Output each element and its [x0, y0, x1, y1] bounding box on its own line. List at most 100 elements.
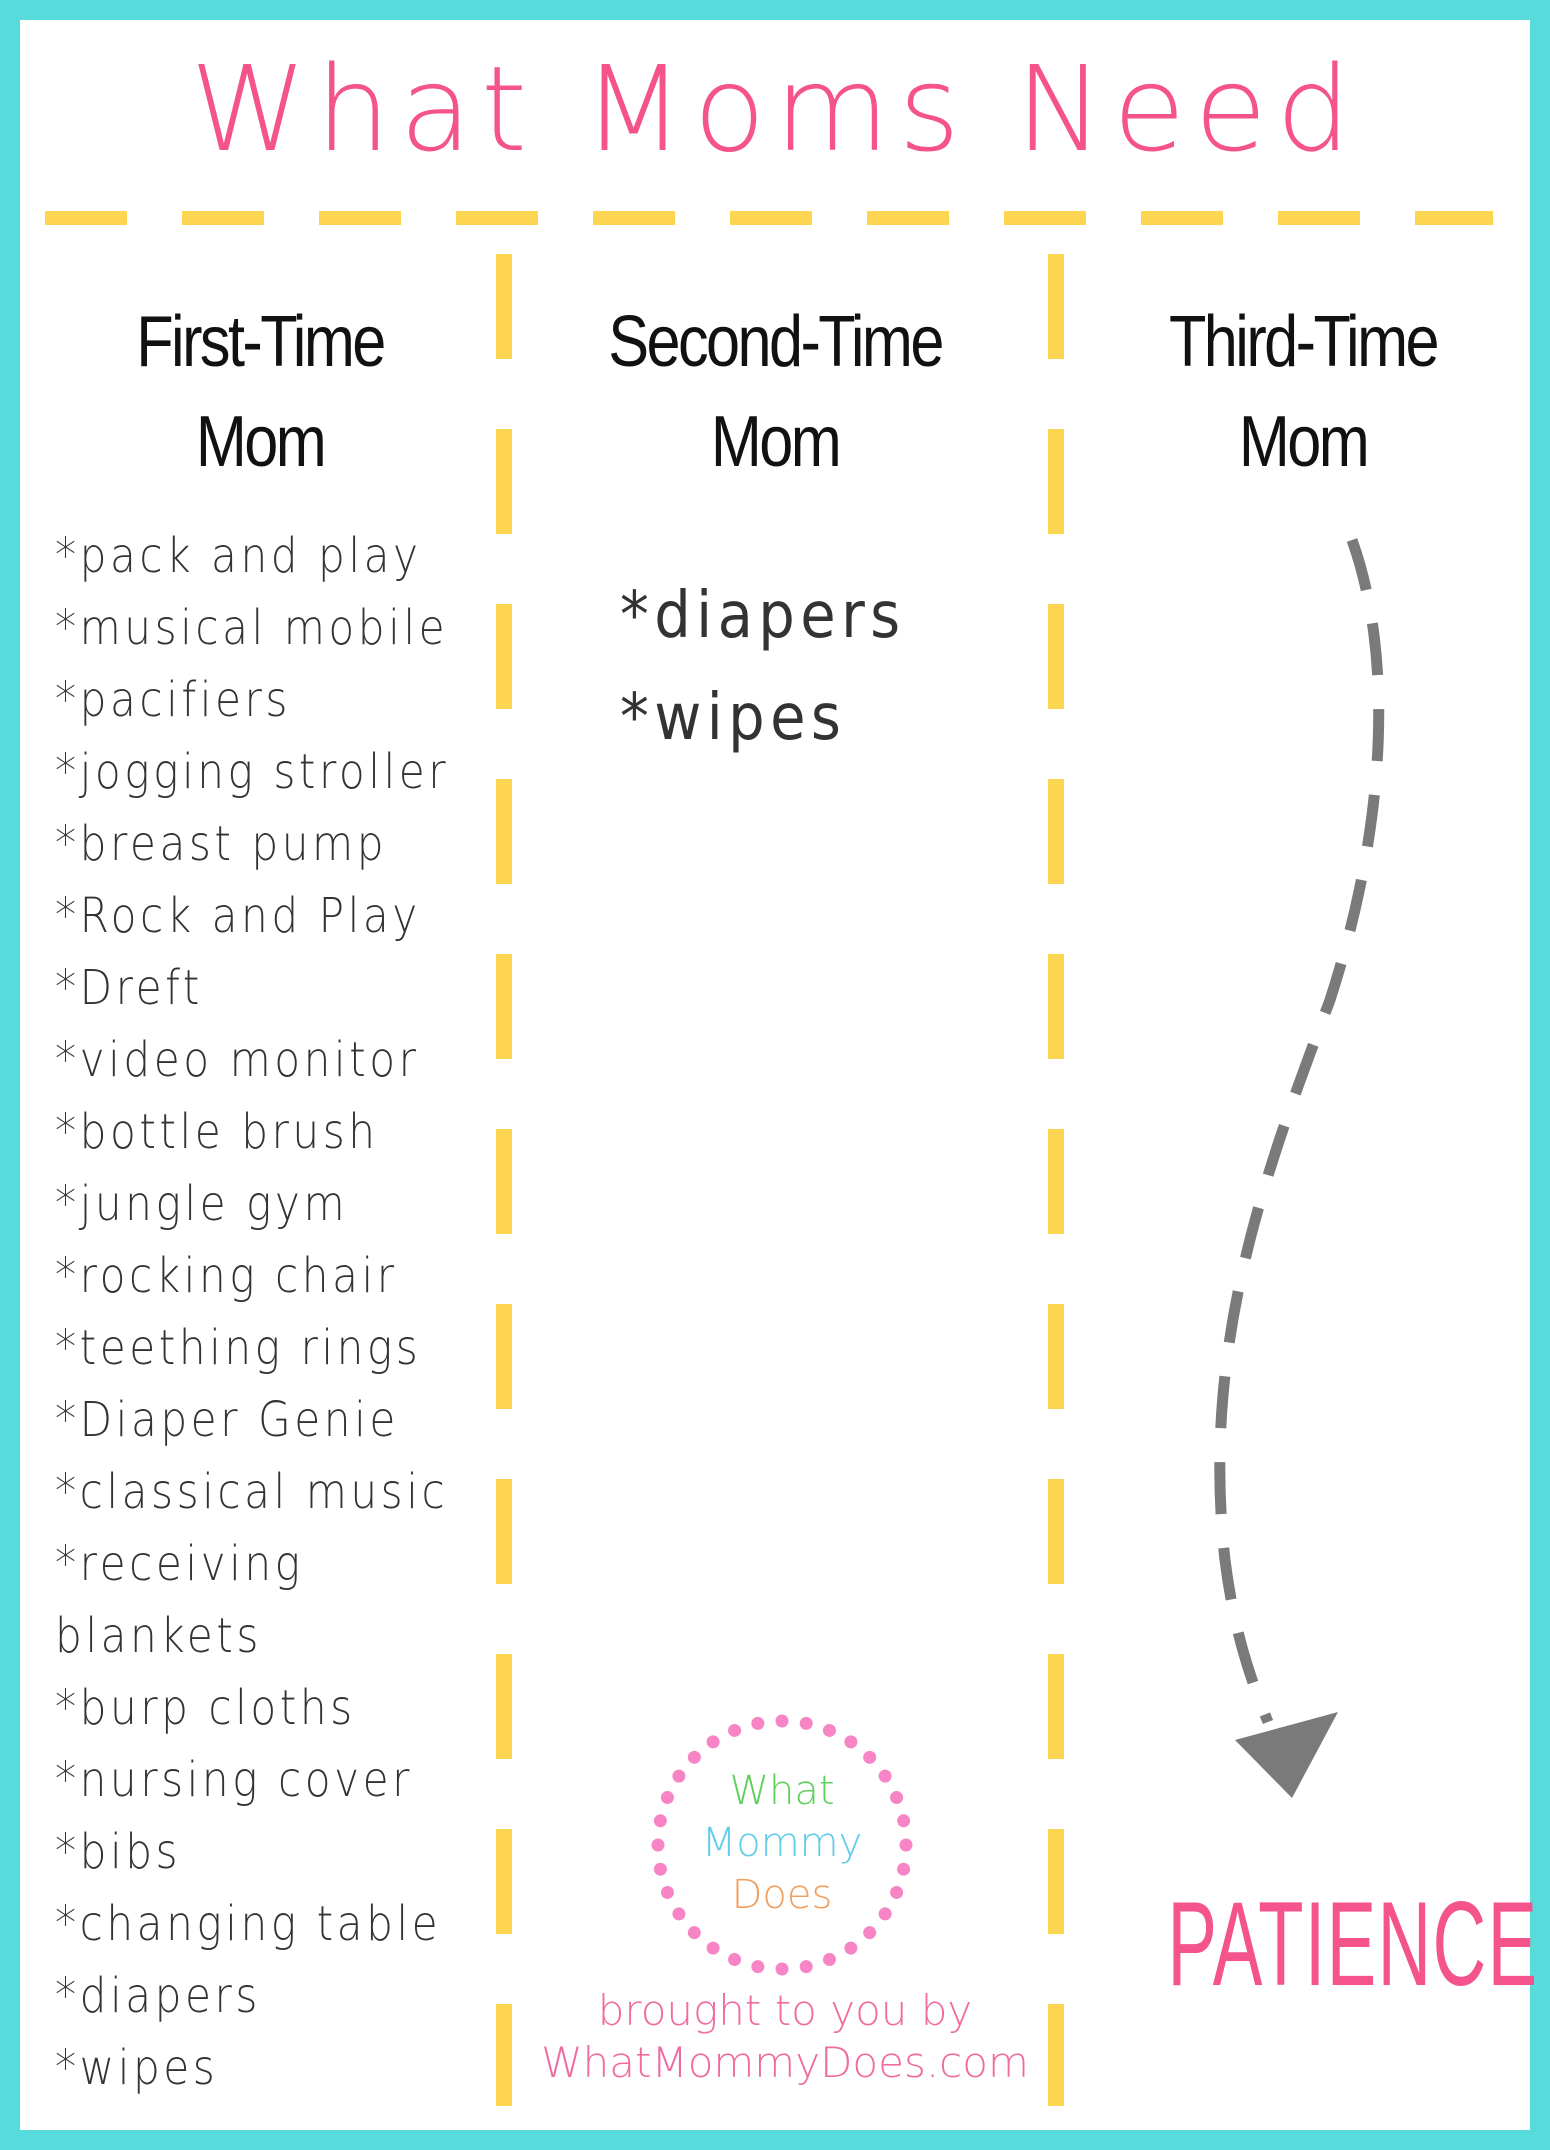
dash [182, 211, 264, 225]
dash [1048, 254, 1064, 359]
dash [45, 211, 127, 225]
dash [1048, 1479, 1064, 1584]
logo-dot-ring [651, 1714, 913, 1976]
list-item: *diapers [620, 579, 906, 653]
logo-does: Does [731, 1872, 833, 1918]
dash [496, 1304, 512, 1409]
logo-dot [844, 1735, 858, 1749]
dash [496, 1129, 512, 1234]
column-heading-third-time: Third-Time Mom [1125, 292, 1482, 492]
logo-dot [706, 1735, 720, 1749]
logo-dot [844, 1941, 858, 1955]
list-item: *jogging stroller [55, 744, 450, 800]
heading-line: Mom [195, 402, 327, 482]
dash [1048, 429, 1064, 534]
logo-dot [775, 1962, 789, 1976]
dash [1004, 211, 1086, 225]
credit-website-link[interactable]: WhatMommyDoes.com [541, 2038, 1029, 2087]
dash [1048, 604, 1064, 709]
dashed-arrow-icon [1214, 538, 1385, 1798]
logo-dot [799, 1960, 813, 1974]
dash [496, 604, 512, 709]
first-time-mom-list: *pack and play *musical mobile *pacifiers *… [55, 520, 503, 2104]
list-item: *jungle gym [55, 1176, 349, 1232]
logo-dot [775, 1714, 789, 1728]
heading-line: Second-Time [608, 302, 944, 382]
dash [1048, 1829, 1064, 1934]
list-item: *Diaper Genie [55, 1392, 399, 1448]
list-item: *Rock and Play [55, 888, 421, 944]
list-item: *diapers [55, 1968, 261, 2024]
logo-dot [672, 1769, 686, 1783]
list-item: *musical mobile [55, 600, 449, 656]
dash [1141, 211, 1223, 225]
dash [1048, 1129, 1064, 1234]
logo-dot [728, 1953, 742, 1967]
heading-line: Mom [710, 402, 842, 482]
dash [1048, 1304, 1064, 1409]
logo-dot [897, 1862, 911, 1876]
dash [1048, 954, 1064, 1059]
column-heading-second-time: Second-Time Mom [597, 292, 954, 492]
list-item: *nursing cover [55, 1752, 414, 1808]
dash [496, 954, 512, 1059]
list-item: *changing table [55, 1896, 442, 1952]
logo-mommy: Mommy [701, 1820, 863, 1866]
logo-dot [878, 1907, 892, 1921]
logo-what: What [729, 1768, 835, 1814]
list-item: *receiving [55, 1536, 304, 1592]
logo-dot [653, 1814, 667, 1828]
list-item: *burp cloths [55, 1680, 356, 1736]
logo-dot [651, 1838, 665, 1852]
logo-dot [687, 1750, 701, 1764]
dash [496, 429, 512, 534]
list-item: *video monitor [55, 1032, 420, 1088]
logo-dot [660, 1791, 674, 1805]
dash [1048, 2004, 1064, 2106]
heading-line: Mom [1238, 402, 1370, 482]
list-item: blankets [55, 1608, 262, 1664]
dash [593, 211, 675, 225]
page-title: What Moms Need [190, 40, 1360, 178]
dash [496, 779, 512, 884]
list-item: *wipes [620, 681, 847, 755]
logo-dot [890, 1791, 904, 1805]
dash [319, 211, 401, 225]
dash [496, 1654, 512, 1759]
logo-dot [660, 1885, 674, 1899]
dash [496, 2004, 512, 2106]
credit-line: brought to you by [597, 1986, 973, 2035]
dash [496, 1829, 512, 1934]
list-item: *Dreft [55, 960, 203, 1016]
list-item: *bibs [55, 1824, 182, 1880]
list-item: *breast pump [55, 816, 388, 872]
list-item: *pack and play [55, 528, 422, 584]
list-item: *wipes [55, 2040, 219, 2096]
list-item: *classical music [55, 1464, 449, 1520]
logo-dot [706, 1941, 720, 1955]
list-item: *pacifiers [55, 672, 291, 728]
logo-dot [751, 1716, 765, 1730]
second-time-mom-list: *diapers *wipes [620, 565, 937, 769]
list-item: *teething rings [55, 1320, 422, 1376]
vertical-dashed-dividers [496, 254, 1064, 2106]
logo-dot [751, 1960, 765, 1974]
dash [496, 1479, 512, 1584]
third-time-answer: PATIENCE [1167, 1877, 1539, 2011]
logo-dot [863, 1750, 877, 1764]
logo-dot [890, 1885, 904, 1899]
dash [1415, 211, 1493, 225]
list-item: *bottle brush [55, 1104, 379, 1160]
logo-dot [687, 1926, 701, 1940]
logo-dot [822, 1723, 836, 1737]
dash [1278, 211, 1360, 225]
logo-dot [822, 1953, 836, 1967]
logo-dot [878, 1769, 892, 1783]
dash [456, 211, 538, 225]
logo-dot [672, 1907, 686, 1921]
logo-dot [897, 1814, 911, 1828]
logo-dot [863, 1926, 877, 1940]
dash [496, 254, 512, 359]
horizontal-dashed-divider [45, 211, 1493, 225]
